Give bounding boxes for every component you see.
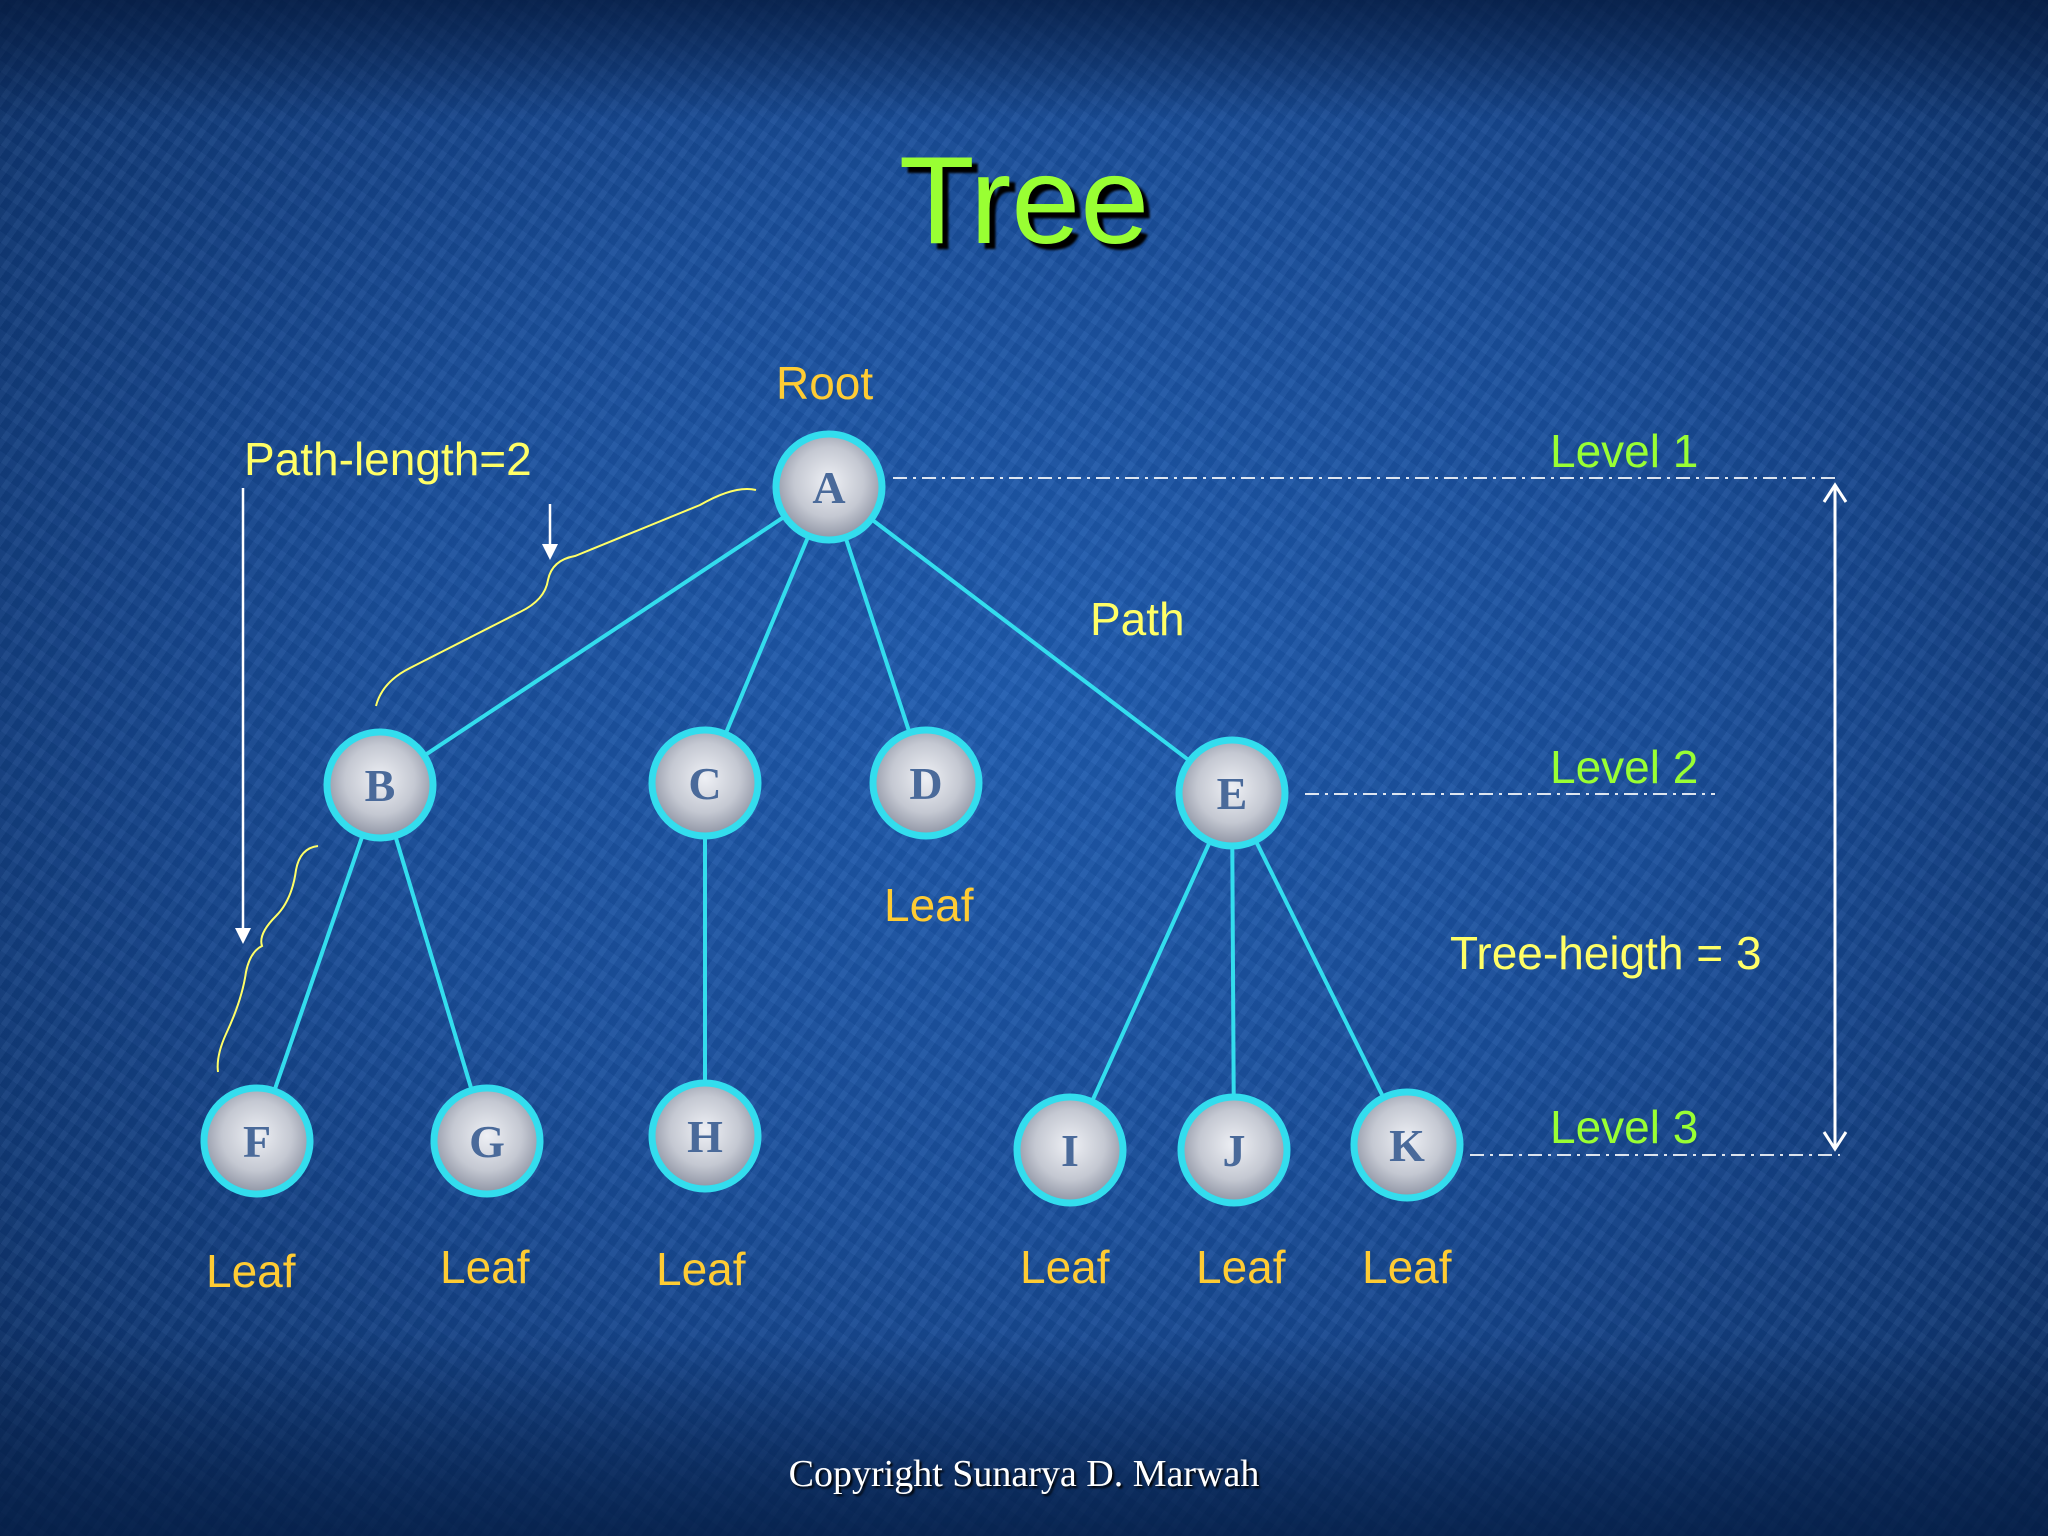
node-circle — [1013, 1093, 1127, 1207]
node-letter: E — [1217, 768, 1248, 819]
node-circle — [1350, 1088, 1464, 1202]
node-i: I — [1013, 1093, 1127, 1207]
node-circle — [648, 726, 762, 840]
bottom-shade — [0, 1336, 2048, 1536]
slide-title: Tree — [898, 132, 1150, 270]
node-e: E — [1175, 736, 1289, 850]
path-length-arrow-short-head — [542, 544, 558, 560]
brace-b-f — [212, 760, 318, 1072]
level2-label: Level 2 — [1550, 741, 1699, 793]
edge-b-g — [393, 835, 474, 1091]
edge-b-f — [272, 834, 365, 1092]
leaf-label-d: Leaf — [884, 879, 974, 931]
root-label: Root — [776, 357, 874, 409]
tree-height-arrow-bottom — [1822, 1131, 1848, 1152]
node-circle — [1175, 736, 1289, 850]
node-letter: H — [687, 1111, 723, 1162]
edge-a-e — [870, 517, 1191, 763]
node-letter: D — [909, 758, 942, 809]
node-c: C — [648, 726, 762, 840]
edges — [272, 514, 1386, 1103]
path-length-arrow-long-head — [235, 928, 251, 944]
node-circle — [200, 1084, 314, 1198]
node-k: K — [1350, 1088, 1464, 1202]
leaf-label-f: Leaf — [206, 1245, 296, 1297]
tree-height-arrow-top — [1822, 482, 1848, 503]
node-g: G — [430, 1084, 544, 1198]
node-b: B — [323, 728, 437, 842]
node-letter: A — [812, 462, 845, 513]
node-circle — [430, 1084, 544, 1198]
leaf-label-g: Leaf — [440, 1241, 530, 1293]
edge-e-j — [1230, 845, 1236, 1098]
node-letter: I — [1061, 1125, 1079, 1176]
node-letter: K — [1389, 1120, 1425, 1171]
node-circle — [1177, 1093, 1291, 1207]
node-h: H — [648, 1079, 762, 1193]
node-a: A — [772, 430, 886, 544]
node-circle — [869, 726, 983, 840]
path-label: Path — [1090, 593, 1185, 645]
edge-a-b — [423, 514, 786, 758]
node-circle — [648, 1079, 762, 1193]
level3-label: Level 3 — [1550, 1101, 1699, 1153]
edge-e-k — [1253, 839, 1386, 1099]
node-letter: C — [688, 758, 721, 809]
node-j: J — [1177, 1093, 1291, 1207]
copyright-text: Copyright Sunarya D. Marwah — [788, 1453, 1260, 1495]
node-letter: G — [469, 1116, 505, 1167]
node-d: D — [869, 726, 983, 840]
node-circle — [323, 728, 437, 842]
brace-b-f-curve — [216, 845, 319, 1073]
leaf-label-i: Leaf — [1020, 1241, 1110, 1293]
leaf-label-k: Leaf — [1362, 1241, 1452, 1293]
nodes: A B C D E F G H I J K — [200, 430, 1464, 1207]
node-letter: F — [243, 1116, 271, 1167]
node-circle — [772, 430, 886, 544]
edge-a-d — [843, 536, 912, 734]
leaf-label-j: Leaf — [1196, 1241, 1286, 1293]
leaf-label-h: Leaf — [656, 1243, 746, 1295]
node-letter: J — [1223, 1125, 1246, 1176]
node-f: F — [200, 1084, 314, 1198]
level1-label: Level 1 — [1550, 425, 1699, 477]
tree-height-label: Tree-heigth = 3 — [1450, 927, 1762, 979]
path-length-label: Path-length=2 — [244, 433, 532, 485]
edge-e-i — [1090, 840, 1212, 1103]
brace-a-b — [375, 488, 757, 707]
node-letter: B — [365, 760, 396, 811]
edge-a-c — [723, 535, 811, 735]
